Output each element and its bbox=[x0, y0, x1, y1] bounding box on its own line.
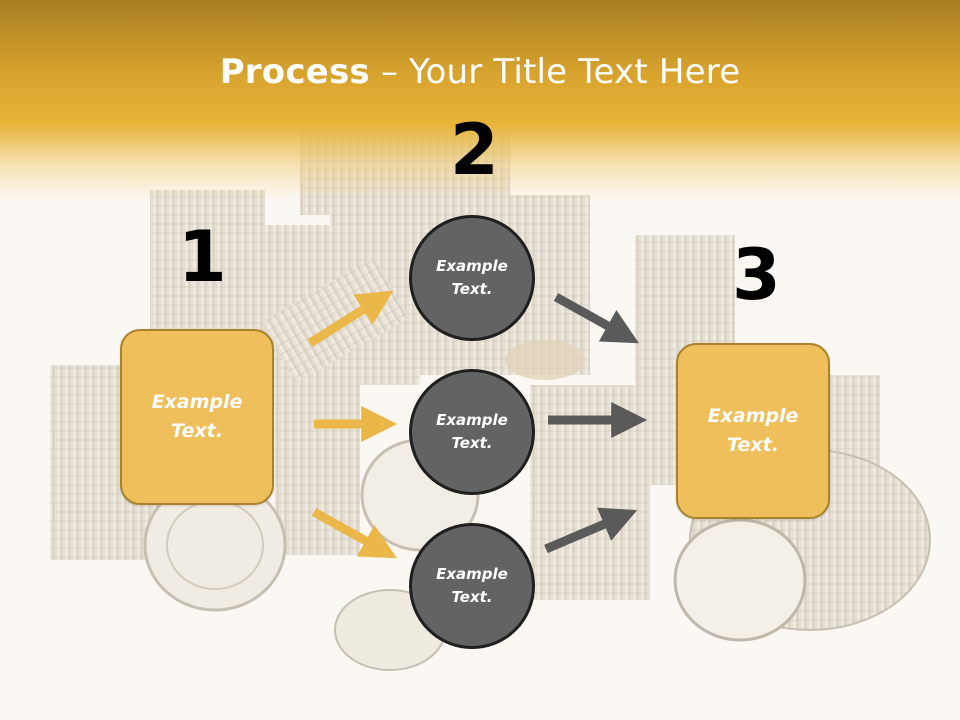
arrow-2-to-3-top bbox=[553, 293, 640, 344]
title-strong: Process bbox=[219, 52, 370, 92]
step-number-3: 3 bbox=[732, 234, 781, 316]
step-2-circle-middle[interactable]: Example Text. bbox=[409, 369, 535, 495]
step-2-circle-top-text: Example Text. bbox=[436, 256, 508, 298]
step-2-circle-bottom[interactable]: Example Text. bbox=[409, 523, 535, 649]
header-band bbox=[0, 0, 960, 200]
step-3-box-text: Example Text. bbox=[707, 404, 799, 456]
arrow-2-to-3-bottom bbox=[544, 507, 638, 554]
arrow-1-to-2-top bbox=[307, 290, 394, 347]
step-number-1: 1 bbox=[178, 216, 227, 298]
step-2-circle-middle-text: Example Text. bbox=[436, 410, 508, 452]
step-1-box[interactable]: Example Text. bbox=[120, 329, 274, 505]
step-1-box-text: Example Text. bbox=[151, 390, 243, 442]
slide-title: Process – Your Title Text Here bbox=[0, 52, 960, 92]
arrow-1-to-2-bottom bbox=[311, 508, 398, 559]
step-2-circle-bottom-text: Example Text. bbox=[436, 564, 508, 606]
step-2-circle-top[interactable]: Example Text. bbox=[409, 215, 535, 341]
step-number-2: 2 bbox=[450, 109, 499, 191]
title-rest: – Your Title Text Here bbox=[369, 52, 741, 92]
step-3-box[interactable]: Example Text. bbox=[676, 343, 830, 519]
